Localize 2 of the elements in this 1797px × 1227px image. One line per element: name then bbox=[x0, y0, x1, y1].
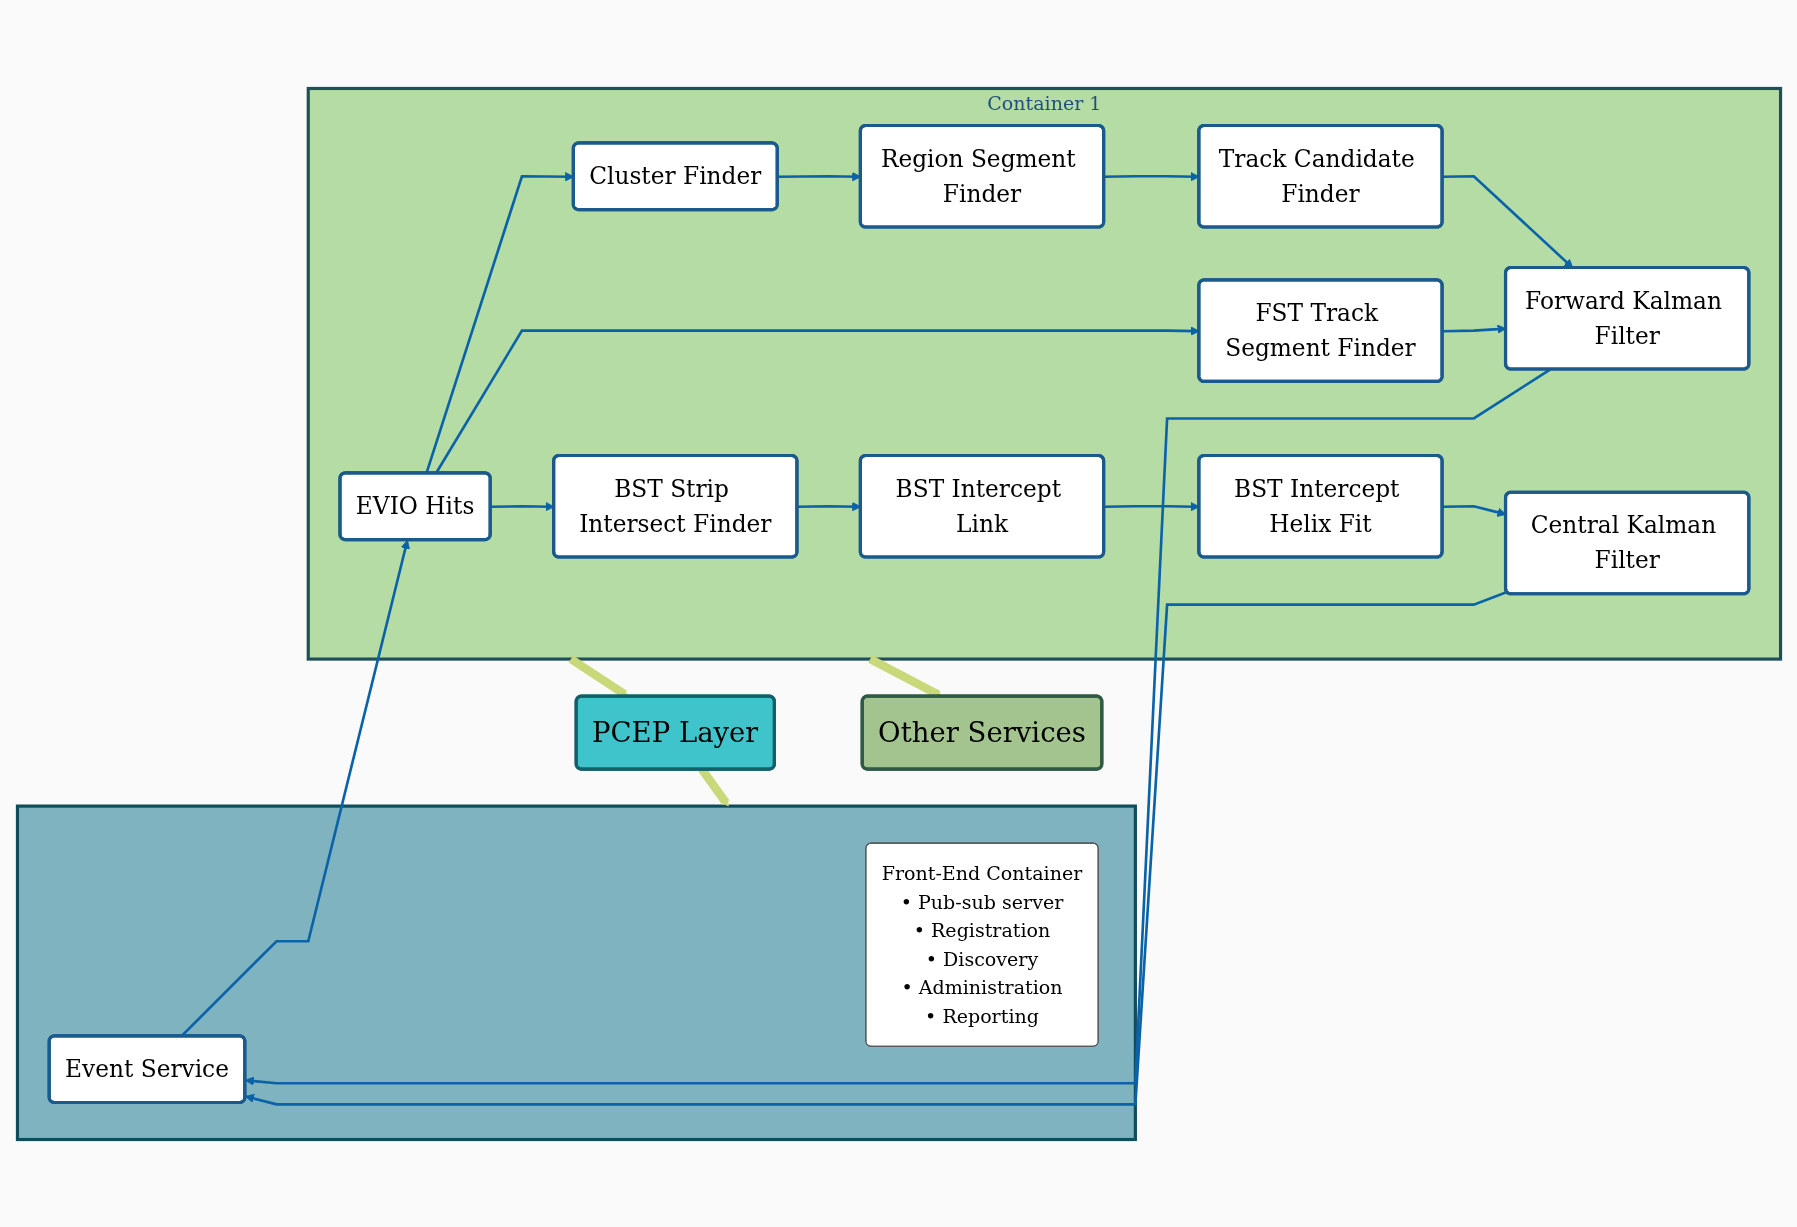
arrow bbox=[244, 590, 1507, 1106]
cluster bbox=[15, 804, 1137, 1141]
